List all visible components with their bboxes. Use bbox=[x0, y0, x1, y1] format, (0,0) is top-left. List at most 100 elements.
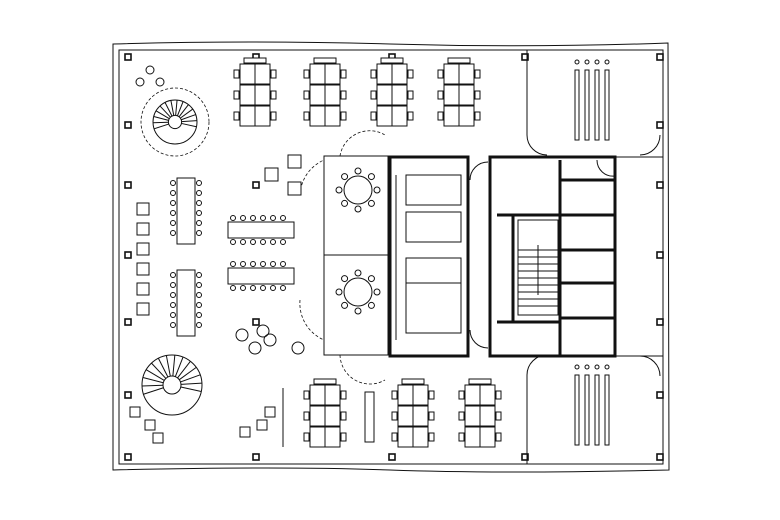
stool bbox=[196, 220, 202, 226]
stool bbox=[170, 322, 176, 328]
desk bbox=[254, 105, 271, 127]
column bbox=[656, 181, 664, 189]
chair bbox=[367, 301, 375, 309]
stool bbox=[270, 215, 276, 221]
chair bbox=[407, 90, 414, 100]
stool bbox=[170, 312, 176, 318]
armchair bbox=[136, 262, 150, 276]
armchair bbox=[136, 202, 150, 216]
desk bbox=[309, 384, 326, 406]
desk bbox=[324, 105, 341, 127]
lounge-seat bbox=[263, 333, 277, 347]
planter bbox=[135, 77, 145, 87]
stool bbox=[170, 230, 176, 236]
stool bbox=[170, 210, 176, 216]
chair bbox=[391, 432, 398, 442]
chair bbox=[495, 390, 502, 400]
stool bbox=[170, 292, 176, 298]
column bbox=[388, 453, 396, 461]
desk-screen bbox=[468, 378, 492, 385]
stool bbox=[270, 261, 276, 267]
desk bbox=[309, 426, 326, 448]
desk bbox=[391, 63, 408, 85]
chair bbox=[391, 411, 398, 421]
desk bbox=[397, 405, 414, 427]
column bbox=[656, 121, 664, 129]
desk bbox=[324, 405, 341, 427]
stool bbox=[260, 215, 266, 221]
stool bbox=[230, 285, 236, 291]
chair bbox=[437, 69, 444, 79]
armchair bbox=[136, 282, 150, 296]
desk bbox=[309, 105, 326, 127]
stair-tread bbox=[178, 104, 189, 118]
chair bbox=[370, 90, 377, 100]
desk bbox=[324, 84, 341, 106]
long-table bbox=[176, 177, 196, 245]
chair bbox=[458, 390, 465, 400]
column bbox=[124, 453, 132, 461]
chair bbox=[391, 390, 398, 400]
stool bbox=[230, 239, 236, 245]
bleacher-bench bbox=[574, 374, 580, 446]
stair-void bbox=[140, 87, 210, 157]
chair bbox=[303, 432, 310, 442]
spiral-stair bbox=[152, 99, 198, 145]
round-table bbox=[343, 277, 373, 307]
desk bbox=[458, 105, 475, 127]
stair-tread bbox=[181, 114, 196, 121]
stool bbox=[196, 210, 202, 216]
chair bbox=[303, 111, 310, 121]
chair bbox=[458, 432, 465, 442]
stair-tread bbox=[143, 387, 164, 395]
column bbox=[124, 391, 132, 399]
seat bbox=[584, 364, 590, 370]
lounge-seat bbox=[248, 341, 262, 355]
chair bbox=[367, 275, 375, 283]
lounge-chair bbox=[287, 181, 302, 196]
stool bbox=[240, 239, 246, 245]
stool bbox=[196, 230, 202, 236]
chair bbox=[428, 390, 435, 400]
stool bbox=[240, 285, 246, 291]
stool bbox=[280, 215, 286, 221]
west-zone bbox=[129, 65, 305, 447]
armchair bbox=[136, 302, 150, 316]
column bbox=[124, 53, 132, 61]
stool bbox=[196, 292, 202, 298]
chair bbox=[367, 173, 375, 181]
stool bbox=[170, 180, 176, 186]
stair-tread bbox=[181, 122, 197, 128]
stool bbox=[260, 285, 266, 291]
column bbox=[124, 251, 132, 259]
round-table bbox=[343, 175, 373, 205]
desk bbox=[479, 426, 496, 448]
desk bbox=[239, 63, 256, 85]
chair bbox=[270, 111, 277, 121]
column bbox=[656, 453, 664, 461]
chair bbox=[233, 111, 240, 121]
stair-tread bbox=[145, 369, 165, 381]
column bbox=[252, 318, 260, 326]
stair-tread bbox=[170, 100, 175, 116]
chair bbox=[340, 411, 347, 421]
stool bbox=[170, 272, 176, 278]
desk bbox=[397, 426, 414, 448]
seat bbox=[604, 364, 610, 370]
chair bbox=[129, 406, 141, 418]
desk bbox=[397, 384, 414, 406]
desk bbox=[443, 105, 460, 127]
bleacher-bench bbox=[574, 69, 580, 141]
chair bbox=[341, 275, 349, 283]
stool bbox=[170, 200, 176, 206]
column bbox=[124, 121, 132, 129]
column bbox=[252, 453, 260, 461]
chair bbox=[495, 432, 502, 442]
long-table bbox=[227, 221, 295, 239]
column bbox=[124, 181, 132, 189]
chair bbox=[256, 419, 268, 431]
stair-tread bbox=[153, 123, 169, 130]
desk-screen bbox=[380, 57, 404, 64]
desk-screen bbox=[313, 57, 337, 64]
